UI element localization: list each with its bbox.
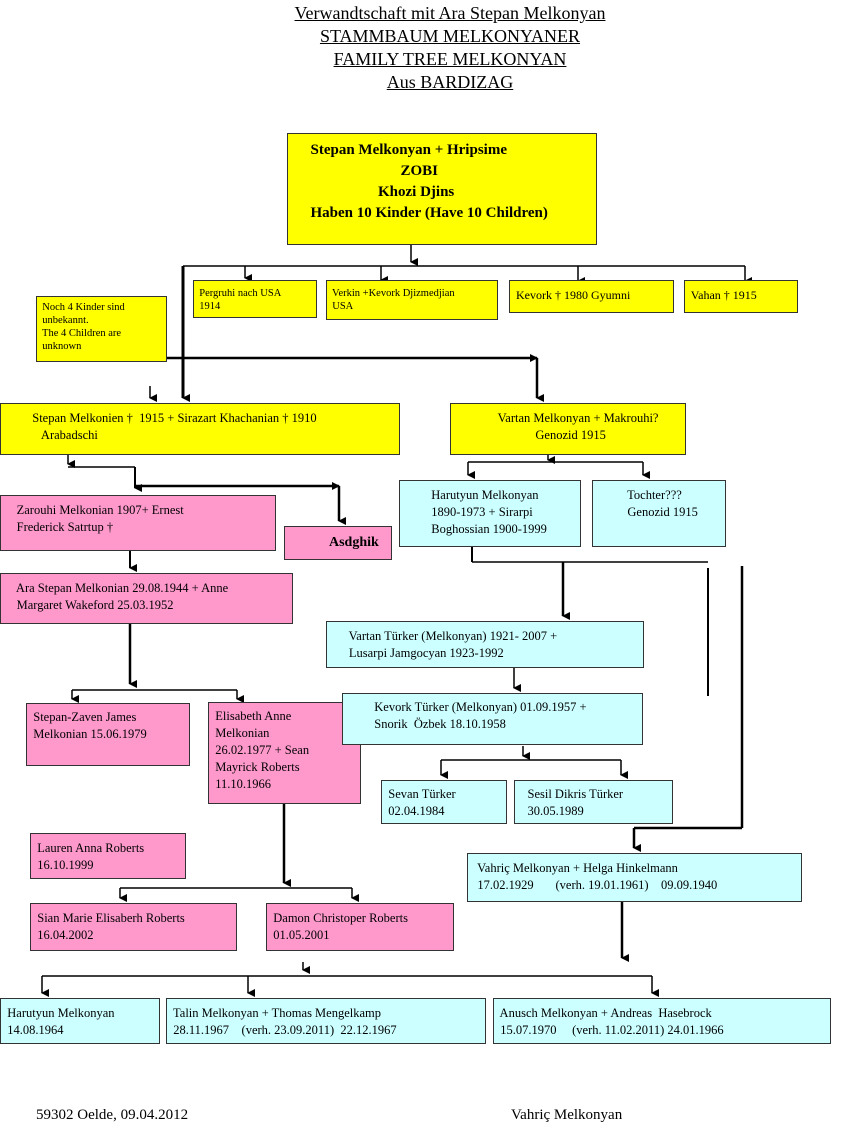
vahric-couple-box: Vahriç Melkonyan + Helga Hinkelmann 17.0… <box>467 853 802 902</box>
stepan-couple-box: Stepan Melkonien † 1915 + Sirazart Khach… <box>0 403 400 455</box>
pergruhi-box: Pergruhi nach USA 1914 <box>193 280 317 318</box>
sevan-box: Sevan Türker 02.04.1984 <box>381 780 507 824</box>
tochter-box: Tochter??? Genozid 1915 <box>592 480 726 547</box>
stepan-zaven-box: Stepan-Zaven James Melkonian 15.06.1979 <box>26 703 190 766</box>
title-line-1: Verwandtschaft mit Ara Stepan Melkonyan <box>294 3 606 23</box>
root-couple-box: Stepan Melkonyan + Hripsime ZOBI Khozi D… <box>287 133 597 245</box>
vartan-turker-box: Vartan Türker (Melkonyan) 1921- 2007 + L… <box>326 621 644 668</box>
sesil-box: Sesil Dikris Türker 30.05.1989 <box>514 780 673 824</box>
title-line-4: Aus BARDIZAG <box>386 72 514 92</box>
vartan-couple-box: Vartan Melkonyan + Makrouhi? Genozid 191… <box>450 403 686 455</box>
ara-couple-box: Ara Stepan Melkonian 29.08.1944 + Anne M… <box>0 573 293 624</box>
kevork-box: Kevork † 1980 Gyumni <box>509 280 674 313</box>
harutyun-2-box: Harutyun Melkonyan 14.08.1964 <box>0 998 160 1044</box>
elisabeth-box: Elisabeth Anne Melkonian 26.02.1977 + Se… <box>208 702 361 804</box>
place-date: 59302 Oelde, 09.04.2012 <box>36 1107 189 1123</box>
title-line-2: STAMMBAUM MELKONYANER <box>319 26 581 46</box>
talin-couple-box: Talin Melkonyan + Thomas Mengelkamp 28.1… <box>166 998 486 1044</box>
author-signature: Vahriç Melkonyan <box>511 1107 623 1123</box>
vahan-box: Vahan † 1915 <box>684 280 798 313</box>
unknown-children-note: Noch 4 Kinder sind unbekannt. The 4 Chil… <box>36 296 167 362</box>
title-line-3: FAMILY TREE MELKONYAN <box>333 49 567 69</box>
anusch-couple-box: Anusch Melkonyan + Andreas Hasebrock 15.… <box>493 998 831 1044</box>
document-title: Verwandtschaft mit Ara Stepan Melkonyan … <box>230 2 670 94</box>
damon-box: Damon Christoper Roberts 01.05.2001 <box>266 903 454 951</box>
sian-box: Sian Marie Elisaberh Roberts 16.04.2002 <box>30 903 237 951</box>
verkin-box: Verkin +Kevork Djizmedjian USA <box>326 280 498 320</box>
asdghik-box: Asdghik <box>284 526 392 560</box>
lauren-box: Lauren Anna Roberts 16.10.1999 <box>30 833 186 879</box>
harutyun-box: Harutyun Melkonyan 1890-1973 + Sirarpi B… <box>399 480 581 547</box>
kevork-turker-box: Kevork Türker (Melkonyan) 01.09.1957 + S… <box>342 693 643 745</box>
zarouhi-box: Zarouhi Melkonian 1907+ Ernest Frederick… <box>0 495 276 551</box>
